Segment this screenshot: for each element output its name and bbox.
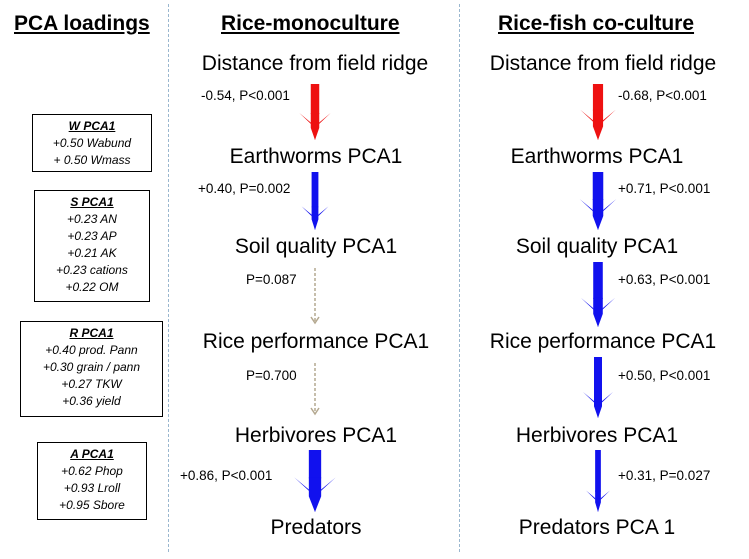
- mono-node-earthworms: Earthworms PCA1: [229, 145, 403, 168]
- loading-line: +0.50 Wabund: [52, 136, 132, 150]
- cofish-link-label-3: +0.63, P<0.001: [618, 272, 711, 287]
- cofish-link-label-4: +0.50, P<0.001: [618, 368, 711, 383]
- cofish-arrow-3: [580, 262, 616, 327]
- loading-box-s: S PCA1 +0.23 AN +0.23 AP +0.21 AK +0.23 …: [34, 190, 150, 302]
- loading-line: +0.62 Phop: [61, 464, 123, 478]
- mono-arrow-2: [301, 172, 329, 230]
- cofish-arrow-4: [583, 357, 613, 418]
- loading-line: +0.93 Lroll: [63, 481, 121, 495]
- cofish-arrow-1: [580, 84, 616, 140]
- cofish-link-label-2: +0.71, P<0.001: [618, 181, 711, 196]
- mono-link-label-1: -0.54, P<0.001: [201, 88, 290, 103]
- mono-node-distance: Distance from field ridge: [201, 52, 429, 75]
- mono-arrow-1: [299, 84, 331, 140]
- cofish-node-distance: Distance from field ridge: [489, 52, 717, 75]
- loading-box-title: R PCA1: [69, 326, 114, 340]
- cofish-heading: Rice-fish co-culture: [498, 12, 695, 35]
- loading-line: +0.21 AK: [67, 246, 117, 260]
- loading-box-title: W PCA1: [68, 119, 116, 133]
- mono-link-label-3: P=0.087: [246, 272, 297, 287]
- mono-arrow-4: [310, 363, 320, 416]
- loading-line: +0.22 OM: [65, 280, 119, 294]
- mono-link-label-2: +0.40, P=0.002: [198, 181, 291, 196]
- pca-loadings-heading: PCA loadings: [14, 12, 150, 35]
- cofish-link-label-5: +0.31, P=0.027: [618, 468, 711, 483]
- cofish-link-label-1: -0.68, P<0.001: [618, 88, 707, 103]
- cofish-node-predators: Predators PCA 1: [518, 516, 676, 539]
- loading-box-w: W PCA1 +0.50 Wabund + 0.50 Wmass: [32, 114, 152, 172]
- mono-node-rice: Rice performance PCA1: [202, 330, 430, 353]
- loading-line: +0.36 yield: [62, 394, 121, 408]
- cofish-node-earthworms: Earthworms PCA1: [510, 145, 684, 168]
- loading-line: + 0.50 Wmass: [53, 153, 131, 167]
- mono-node-herbivores: Herbivores PCA1: [234, 424, 398, 447]
- cofish-node-herbivores: Herbivores PCA1: [515, 424, 679, 447]
- mono-arrow-3: [310, 268, 320, 325]
- cofish-arrow-5: [586, 450, 610, 512]
- cofish-node-soil: Soil quality PCA1: [515, 235, 679, 258]
- mono-link-label-4: P=0.700: [246, 368, 297, 383]
- mono-heading: Rice-monoculture: [221, 12, 400, 35]
- mono-arrow-5: [294, 450, 336, 512]
- cofish-node-rice: Rice performance PCA1: [489, 330, 717, 353]
- loading-box-a: A PCA1 +0.62 Phop +0.93 Lroll +0.95 Sbor…: [37, 442, 147, 520]
- column-divider-right: [459, 4, 460, 552]
- loading-line: +0.27 TKW: [61, 377, 122, 391]
- mono-node-soil: Soil quality PCA1: [234, 235, 398, 258]
- mono-node-predators: Predators: [270, 516, 362, 539]
- column-divider-left: [168, 4, 169, 552]
- loading-line: +0.30 grain / pann: [42, 360, 141, 374]
- loading-line: +0.40 prod. Pann: [45, 343, 138, 357]
- cofish-arrow-2: [579, 172, 617, 230]
- mono-link-label-5: +0.86, P<0.001: [180, 468, 273, 483]
- loading-line: +0.23 AP: [67, 229, 117, 243]
- loading-line: +0.95 Sbore: [59, 498, 125, 512]
- loading-box-title: S PCA1: [70, 195, 114, 209]
- loading-box-title: A PCA1: [70, 447, 114, 461]
- loading-line: +0.23 cations: [56, 263, 128, 277]
- loading-line: +0.23 AN: [67, 212, 117, 226]
- loading-box-r: R PCA1 +0.40 prod. Pann +0.30 grain / pa…: [20, 321, 163, 417]
